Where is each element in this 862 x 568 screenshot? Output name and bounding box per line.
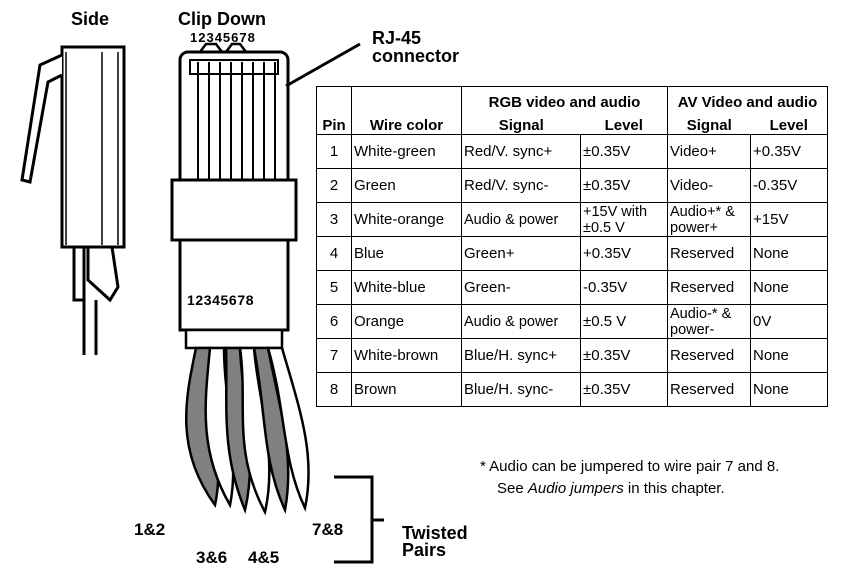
pair-label-12: 1&2 (134, 520, 166, 539)
cell-av-signal: Video+ (667, 134, 751, 169)
clip-down-label: Clip Down (178, 9, 266, 29)
cell-rgb-signal: Blue/H. sync- (461, 372, 581, 407)
table-row: 8 Brown Blue/H. sync- ±0.35V Reserved No… (316, 372, 828, 407)
cell-rgb-signal: Red/V. sync- (461, 168, 581, 203)
header-rgb-level: Level (580, 111, 668, 135)
header-av-level: Level (750, 111, 828, 135)
pinout-table: Pin Wire color RGB video and audio AV Vi… (316, 86, 828, 407)
cell-pin: 6 (316, 304, 352, 339)
footnote-post: in this chapter. (623, 480, 725, 497)
table-row: 2 Green Red/V. sync- ±0.35V Video- -0.35… (316, 168, 828, 203)
cell-wire: Blue (351, 236, 462, 271)
cell-rgb-level: ±0.35V (580, 338, 668, 373)
cell-av-signal: Reserved (667, 338, 751, 373)
twisted-pairs-label: Twisted Pairs (402, 523, 468, 560)
table-row: 1 White-green Red/V. sync+ ±0.35V Video+… (316, 134, 828, 169)
footnote-link-text: Audio jumpers (527, 480, 624, 497)
cell-rgb-signal: Blue/H. sync+ (461, 338, 581, 373)
cell-wire: White-blue (351, 270, 462, 305)
cell-rgb-level: ±0.35V (580, 372, 668, 407)
side-view-plug (20, 45, 126, 355)
cell-av-signal: Reserved (667, 270, 751, 305)
cell-rgb-signal: Green+ (461, 236, 581, 271)
cell-pin: 1 (316, 134, 352, 169)
header-av-group: AV Video and audio (667, 86, 828, 111)
footnote-line2: See Audio jumpers in this chapter. (480, 478, 779, 500)
cell-rgb-signal: Green- (461, 270, 581, 305)
cell-wire: Brown (351, 372, 462, 407)
connector-label: RJ-45 connector (372, 29, 459, 65)
cell-av-level: +0.35V (750, 134, 828, 169)
cell-av-level: +15V (750, 202, 828, 237)
pin-numbers-top: 12345678 (190, 30, 256, 45)
cell-av-level: None (750, 270, 828, 305)
cell-av-signal: Video- (667, 168, 751, 203)
cell-pin: 7 (316, 338, 352, 373)
table-row: 5 White-blue Green- -0.35V Reserved None (316, 270, 828, 305)
table-row: 7 White-brown Blue/H. sync+ ±0.35V Reser… (316, 338, 828, 373)
table-row: 4 Blue Green+ +0.35V Reserved None (316, 236, 828, 271)
cell-av-level: 0V (750, 304, 828, 339)
table-row: 3 White-orange Audio & power +15V with ±… (316, 202, 828, 237)
twisted-pairs-line2: Pairs (402, 540, 447, 560)
cell-av-signal: Audio-* & power- (667, 304, 751, 339)
header-rgb-signal: Signal (461, 111, 581, 135)
cell-wire: White-orange (351, 202, 462, 237)
cell-rgb-level: +15V with ±0.5 V (580, 202, 668, 237)
pair-label-36: 3&6 (196, 548, 228, 567)
connector-pointer-line (285, 42, 361, 88)
cell-rgb-signal: Audio & power (461, 304, 581, 339)
twisted-wires (185, 346, 310, 516)
side-view-label: Side (71, 9, 110, 29)
cell-av-level: -0.35V (750, 168, 828, 203)
cell-rgb-signal: Audio & power (461, 202, 581, 237)
clip-down-plug (170, 42, 298, 350)
cell-rgb-level: ±0.5 V (580, 304, 668, 339)
header-pin: Pin (316, 86, 352, 135)
cell-pin: 3 (316, 202, 352, 237)
cell-rgb-level: ±0.35V (580, 168, 668, 203)
cell-wire: White-brown (351, 338, 462, 373)
cell-av-level: None (750, 372, 828, 407)
cell-wire: Orange (351, 304, 462, 339)
audio-footnote: * Audio can be jumpered to wire pair 7 a… (480, 456, 779, 500)
pair-label-45: 4&5 (248, 548, 280, 567)
cell-av-signal: Reserved (667, 372, 751, 407)
pair-label-78: 7&8 (312, 520, 344, 539)
cell-av-level: None (750, 236, 828, 271)
cell-av-signal: Reserved (667, 236, 751, 271)
cell-wire: Green (351, 168, 462, 203)
cell-av-level: None (750, 338, 828, 373)
twisted-pairs-bracket (334, 475, 384, 564)
cell-rgb-level: +0.35V (580, 236, 668, 271)
connector-label-line2: connector (372, 46, 460, 66)
table-row: 6 Orange Audio & power ±0.5 V Audio-* & … (316, 304, 828, 339)
cell-rgb-level: -0.35V (580, 270, 668, 305)
cell-av-signal: Audio+* & power+ (667, 202, 751, 237)
cell-pin: 4 (316, 236, 352, 271)
cell-pin: 8 (316, 372, 352, 407)
cell-rgb-signal: Red/V. sync+ (461, 134, 581, 169)
header-wire-color: Wire color (351, 86, 462, 135)
connector-label-line1: RJ-45 (372, 28, 422, 48)
twisted-pairs-line1: Twisted (402, 523, 468, 543)
cell-pin: 5 (316, 270, 352, 305)
cell-pin: 2 (316, 168, 352, 203)
footnote-line1: * Audio can be jumpered to wire pair 7 a… (480, 458, 780, 475)
cell-rgb-level: ±0.35V (580, 134, 668, 169)
cell-wire: White-green (351, 134, 462, 169)
footnote-pre: See (497, 480, 528, 497)
header-av-signal: Signal (667, 111, 751, 135)
header-rgb-group: RGB video and audio (461, 86, 668, 111)
pin-numbers-bottom: 12345678 (187, 292, 255, 308)
